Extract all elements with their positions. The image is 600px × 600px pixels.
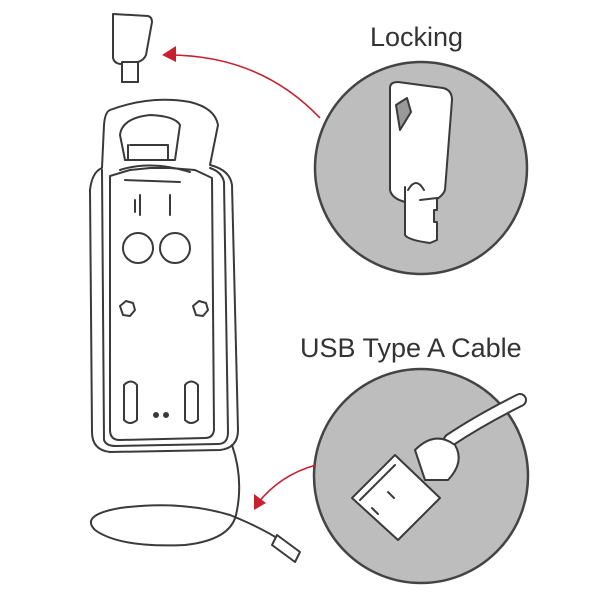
arrow-head-key-icon	[162, 46, 176, 62]
arrow-to-cable	[257, 464, 317, 504]
usb-plug-icon	[351, 393, 527, 541]
locking-label: Locking	[370, 22, 464, 52]
usb-cable-label: USB Type A Cable	[300, 333, 522, 363]
cradle-mount	[89, 98, 239, 453]
arrows	[162, 46, 321, 510]
arrow-to-key	[167, 54, 321, 119]
usb-detail-circle	[312, 367, 530, 585]
usb-cable	[89, 444, 301, 563]
arrow-head-cable-icon	[254, 494, 266, 510]
key-icon	[389, 81, 453, 244]
small-key-icon	[112, 13, 153, 83]
